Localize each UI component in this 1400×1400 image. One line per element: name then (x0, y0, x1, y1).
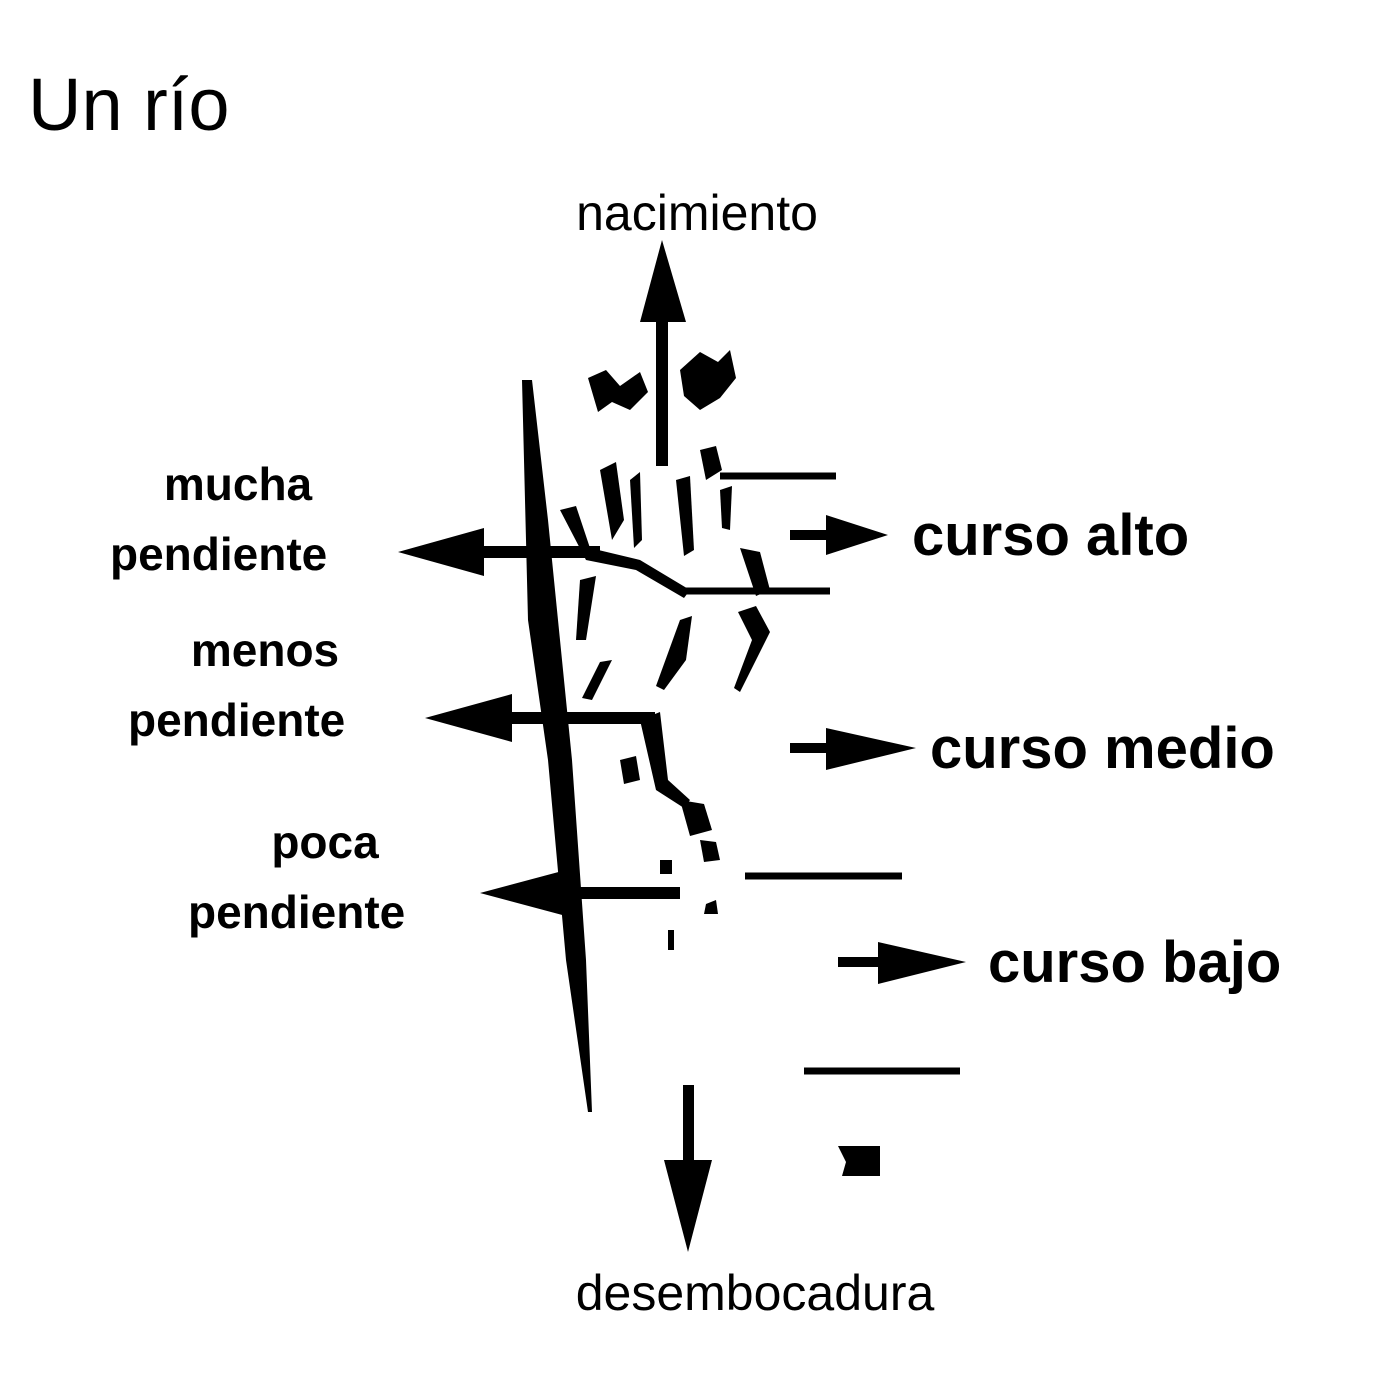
slope-label-medium-2: pendiente (128, 694, 345, 746)
diagram-title: Un río (28, 63, 230, 146)
slope-profile-line (522, 380, 592, 1112)
left-arrow-icon (480, 870, 680, 916)
mouth-label: desembocadura (576, 1265, 935, 1321)
down-arrow-icon (664, 1085, 712, 1252)
slope-label-high-2: pendiente (110, 528, 327, 580)
right-arrow-icon (838, 942, 966, 984)
source-label: nacimiento (576, 185, 818, 241)
section-label-middle: curso medio (930, 716, 1275, 781)
slope-label-high-1: mucha (164, 458, 313, 510)
left-arrow-icon (398, 528, 600, 576)
slope-label-low-2: pendiente (188, 886, 405, 938)
slope-label-medium-1: menos (191, 624, 339, 676)
right-arrow-icon (790, 728, 916, 770)
section-dividers (680, 472, 960, 1075)
right-arrow-icon (790, 515, 888, 555)
section-label-lower: curso bajo (988, 930, 1281, 995)
slope-label-low-1: poca (271, 816, 379, 868)
up-arrow-icon (640, 240, 686, 466)
left-arrow-icon (425, 694, 655, 742)
river-sketch (560, 350, 770, 950)
section-label-upper: curso alto (912, 503, 1189, 568)
sea-mark (838, 1146, 880, 1176)
